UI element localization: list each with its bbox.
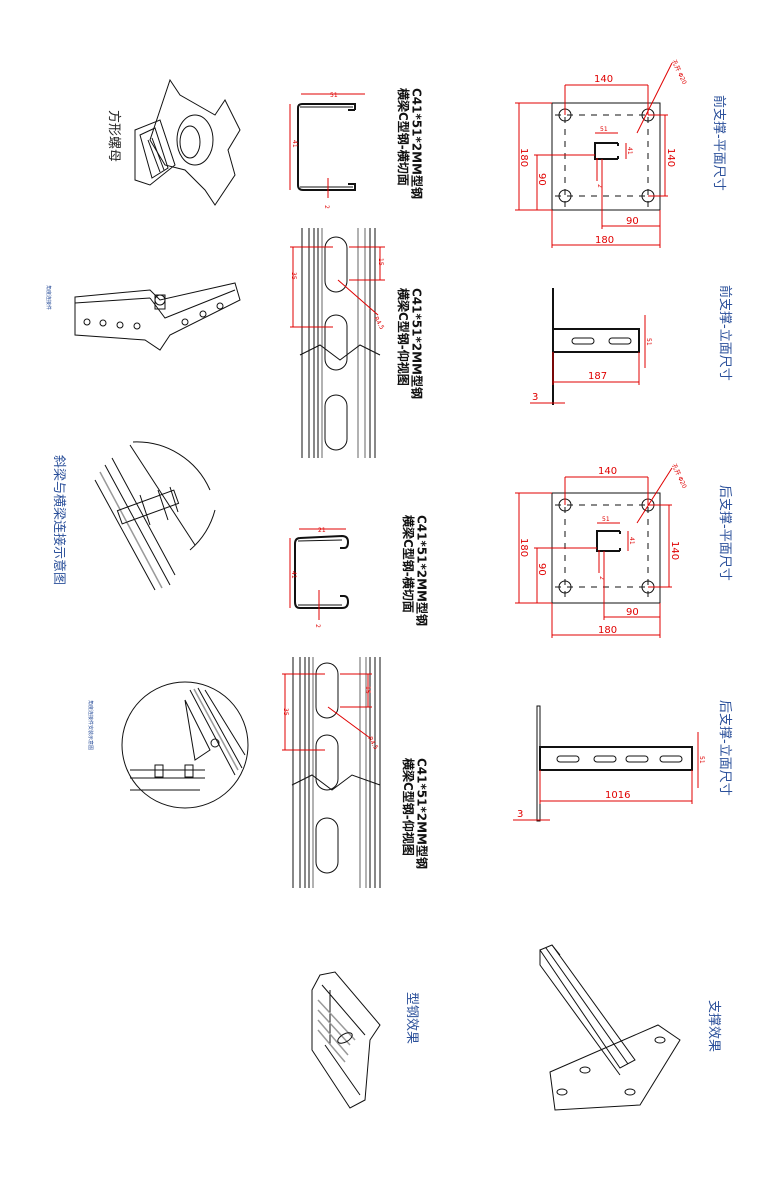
svg-text:R4.5: R4.5 — [366, 736, 379, 752]
c-channel-bottom-view-1: 35 15 R4.5 — [290, 228, 385, 458]
svg-text:51: 51 — [645, 338, 652, 346]
section-3-label: C41*51*2MM型钢横梁C型钢-横切面 — [400, 515, 429, 626]
back-support-plan: 140 180 90 140 51 41 2 90 180 孔开 Φ20 — [515, 462, 689, 638]
beam-connection-detail — [94, 441, 216, 591]
svg-text:140: 140 — [598, 466, 617, 477]
section-1-spec: C41*51*2MM型钢 — [409, 88, 424, 199]
angle-install-label: 角度连接件安装示意图 — [86, 700, 93, 751]
svg-text:41: 41 — [626, 147, 633, 155]
svg-text:180: 180 — [595, 235, 614, 246]
svg-text:孔开 Φ20: 孔开 Φ20 — [670, 58, 688, 85]
section-2-label: C41*51*2MM型钢横梁C型钢-仰视图 — [395, 288, 424, 399]
profile-effect-drawing — [311, 971, 381, 1109]
svg-text:90: 90 — [626, 607, 639, 618]
front-support-plan: 140 180 90 140 51 41 2 90 180 孔开 Φ20 — [515, 58, 689, 248]
svg-text:1016: 1016 — [605, 790, 630, 801]
back-elevation-title: 后支撑-立面尺寸 — [716, 700, 732, 796]
svg-text:2: 2 — [598, 576, 605, 580]
svg-text:35: 35 — [290, 272, 297, 280]
back-plan-title: 后支撑-平面尺寸 — [716, 485, 732, 581]
c-section-1: 51 41 2 — [289, 92, 365, 209]
svg-text:21: 21 — [318, 527, 326, 534]
c-section-2: 21 41 2 — [289, 527, 350, 628]
angle-connector-label: 角度连接件 — [44, 285, 51, 311]
svg-text:2: 2 — [314, 624, 321, 628]
svg-text:180: 180 — [518, 148, 529, 167]
svg-text:51: 51 — [602, 516, 610, 523]
svg-text:51: 51 — [330, 92, 338, 99]
svg-text:15: 15 — [364, 686, 371, 694]
svg-text:90: 90 — [536, 173, 547, 186]
c-channel-bottom-view-2: 35 15 R4.5 — [282, 657, 381, 888]
svg-text:90: 90 — [626, 216, 639, 227]
section-4-spec: C41*51*2MM型钢 — [414, 758, 429, 869]
svg-text:3: 3 — [517, 809, 523, 820]
section-3-title: 横梁C型钢-横切面 — [400, 515, 415, 613]
svg-text:180: 180 — [518, 538, 529, 557]
svg-text:15: 15 — [377, 258, 384, 266]
section-4-label: C41*51*2MM型钢横梁C型钢-仰视图 — [400, 758, 429, 869]
front-plan-title: 前支撑-平面尺寸 — [710, 95, 726, 191]
profile-effect-label: 型钢效果 — [403, 992, 419, 1045]
support-effect-label: 支撑效果 — [705, 1000, 721, 1053]
section-2-spec: C41*51*2MM型钢 — [409, 288, 424, 399]
svg-text:35: 35 — [282, 708, 289, 716]
svg-text:2: 2 — [323, 205, 330, 209]
section-1-title: 横梁C型钢-横切面 — [395, 88, 410, 186]
front-elevation-title: 前支撑-立面尺寸 — [716, 285, 732, 381]
angle-connector-drawing — [74, 282, 241, 351]
section-3-spec: C41*51*2MM型钢 — [414, 515, 429, 626]
svg-text:51: 51 — [698, 756, 705, 764]
svg-text:41: 41 — [291, 140, 298, 148]
square-nut-drawing — [134, 78, 241, 206]
svg-text:41: 41 — [628, 537, 635, 545]
beam-connection-label: 斜梁与横梁连接示意图 — [50, 455, 66, 586]
section-1-label: C41*51*2MM型钢横梁C型钢-横切面 — [395, 88, 424, 199]
back-support-elevation: 1016 3 51 — [513, 705, 705, 822]
front-support-elevation: 187 3 51 — [530, 288, 652, 405]
svg-text:3: 3 — [532, 392, 538, 403]
svg-text:41: 41 — [290, 571, 297, 579]
svg-text:140: 140 — [665, 148, 676, 167]
svg-text:2: 2 — [596, 184, 603, 188]
svg-text:孔开 Φ20: 孔开 Φ20 — [670, 462, 688, 489]
svg-text:187: 187 — [588, 371, 607, 382]
svg-text:R4.5: R4.5 — [372, 316, 385, 332]
svg-text:180: 180 — [598, 625, 617, 636]
angle-install-detail — [121, 681, 249, 809]
svg-text:140: 140 — [669, 541, 680, 560]
support-effect-drawing — [539, 944, 681, 1111]
svg-text:140: 140 — [594, 74, 613, 85]
svg-text:51: 51 — [600, 126, 608, 133]
svg-text:90: 90 — [536, 563, 547, 576]
section-4-title: 横梁C型钢-仰视图 — [400, 758, 415, 856]
square-nut-label: 方形螺母 — [105, 110, 121, 163]
section-2-title: 横梁C型钢-仰视图 — [395, 288, 410, 386]
